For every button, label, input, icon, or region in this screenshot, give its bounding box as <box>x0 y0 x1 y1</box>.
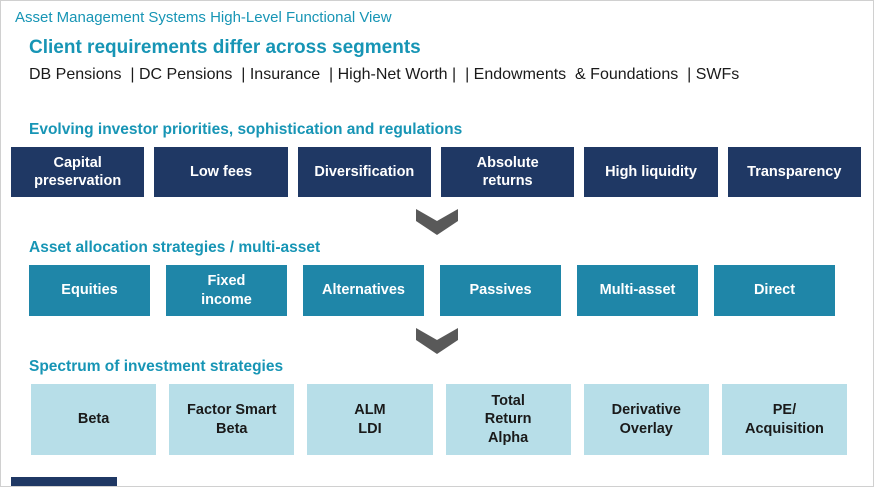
priority-box-absolute-returns: Absolute returns <box>440 147 575 197</box>
strategies-heading: Spectrum of investment strategies <box>29 358 284 375</box>
strategy-box-total-return-alpha: Total Return Alpha <box>445 384 571 455</box>
client-requirements-heading: Client requirements differ across segmen… <box>29 37 421 58</box>
allocation-box-passives: Passives <box>440 265 561 316</box>
page-title: Asset Management Systems High-Level Func… <box>15 9 392 26</box>
priority-box-capital-preservation: Capital preservation <box>11 147 145 197</box>
allocation-row: Equities Fixed income Alternatives Passi… <box>29 265 835 316</box>
allocation-heading: Asset allocation strategies / multi-asse… <box>29 239 321 256</box>
allocation-box-equities: Equities <box>29 265 150 316</box>
allocation-box-direct: Direct <box>714 265 835 316</box>
strategies-row: Beta Factor Smart Beta ALM LDI Total Ret… <box>31 384 848 455</box>
strategy-box-beta: Beta <box>31 384 157 455</box>
priority-box-transparency: Transparency <box>727 147 861 197</box>
allocation-box-multi-asset: Multi-asset <box>577 265 698 316</box>
down-arrow-icon-1 <box>1 209 873 235</box>
strategy-box-derivative-overlay: Derivative Overlay <box>583 384 709 455</box>
strategy-box-pe-acquisition: PE/ Acquisition <box>721 384 848 455</box>
allocation-box-alternatives: Alternatives <box>303 265 424 316</box>
priority-box-low-fees: Low fees <box>154 147 288 197</box>
priority-box-diversification: Diversification <box>297 147 431 197</box>
strategy-box-factor-smart-beta: Factor Smart Beta <box>169 384 295 455</box>
cropped-bottom-box <box>11 477 117 486</box>
down-arrow-icon-2 <box>1 328 873 354</box>
priorities-heading: Evolving investor priorities, sophistica… <box>29 121 463 138</box>
priority-box-high-liquidity: High liquidity <box>584 147 718 197</box>
priorities-row: Capital preservation Low fees Diversific… <box>11 147 861 197</box>
strategy-box-alm-ldi: ALM LDI <box>307 384 433 455</box>
client-segments-list: DB Pensions | DC Pensions | Insurance | … <box>29 66 740 83</box>
allocation-box-fixed-income: Fixed income <box>166 265 287 316</box>
